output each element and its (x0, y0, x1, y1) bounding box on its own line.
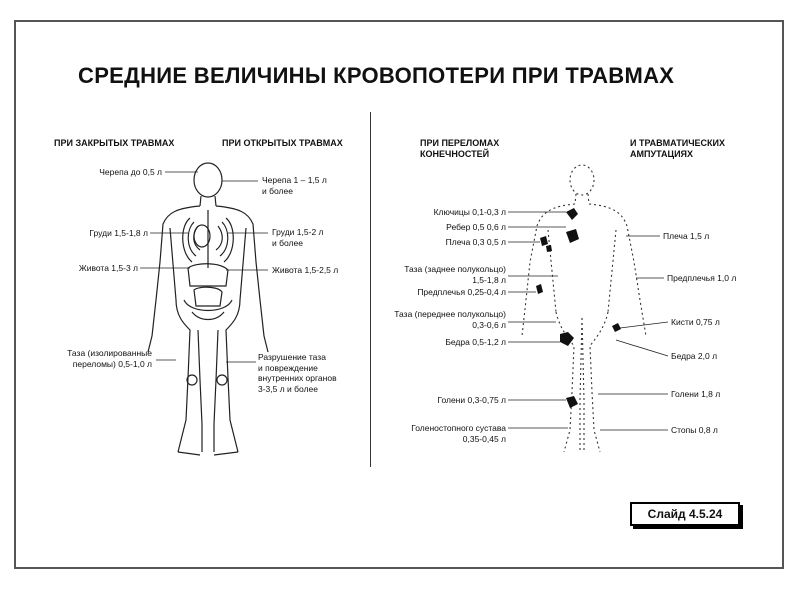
open-pelvis-label: Разрушение таза и повреждение внутренних… (258, 352, 337, 394)
amputation-thigh-label: Бедра 2,0 л (671, 351, 717, 362)
amputation-shin-label: Голени 1,8 л (671, 389, 720, 400)
fracture-shin-label: Голени 0,3-0,75 л (437, 395, 506, 406)
skeleton-figure (148, 163, 268, 455)
fracture-ribs-label: Ребер 0,5 0,6 л (446, 222, 506, 233)
open-abdomen-label: Живота 1,5-2,5 л (272, 265, 338, 276)
fracture-clavicle-label: Ключицы 0,1-0,3 л (434, 207, 506, 218)
fracture-pelvis-anterior-label: Таза (переднее полукольцо) 0,3-0,6 л (394, 309, 506, 330)
fracture-ankle-label: Голеностопного сустава 0,35-0,45 л (411, 423, 506, 444)
closed-pelvis-label: Таза (изолированные переломы) 0,5-1,0 л (67, 348, 152, 369)
amputation-hand-label: Кисти 0,75 л (671, 317, 720, 328)
closed-chest-label: Груди 1,5-1,8 л (89, 228, 148, 239)
open-skull-label: Черепа 1 – 1,5 л и более (262, 175, 327, 196)
fracture-thigh-label: Бедра 0,5-1,2 л (445, 337, 506, 348)
amputation-foot-label: Стопы 0,8 л (671, 425, 718, 436)
open-chest-label: Груди 1,5-2 л и более (272, 227, 324, 248)
amputation-shoulder-label: Плеча 1,5 л (663, 231, 709, 242)
closed-abdomen-label: Живота 1,5-3 л (79, 263, 138, 274)
closed-skull-label: Черепа до 0,5 л (99, 167, 162, 178)
slide-number-badge: Слайд 4.5.24 (630, 502, 740, 526)
fracture-pelvis-posterior-label: Таза (заднее полукольцо) 1,5-1,8 л (404, 264, 506, 285)
fracture-shoulder-label: Плеча 0,3 0,5 л (446, 237, 506, 248)
amputation-forearm-label: Предплечья 1,0 л (667, 273, 736, 284)
injury-marks (536, 208, 621, 408)
fracture-forearm-label: Предплечья 0,25-0,4 л (417, 287, 506, 298)
silhouette-figure (522, 165, 646, 452)
